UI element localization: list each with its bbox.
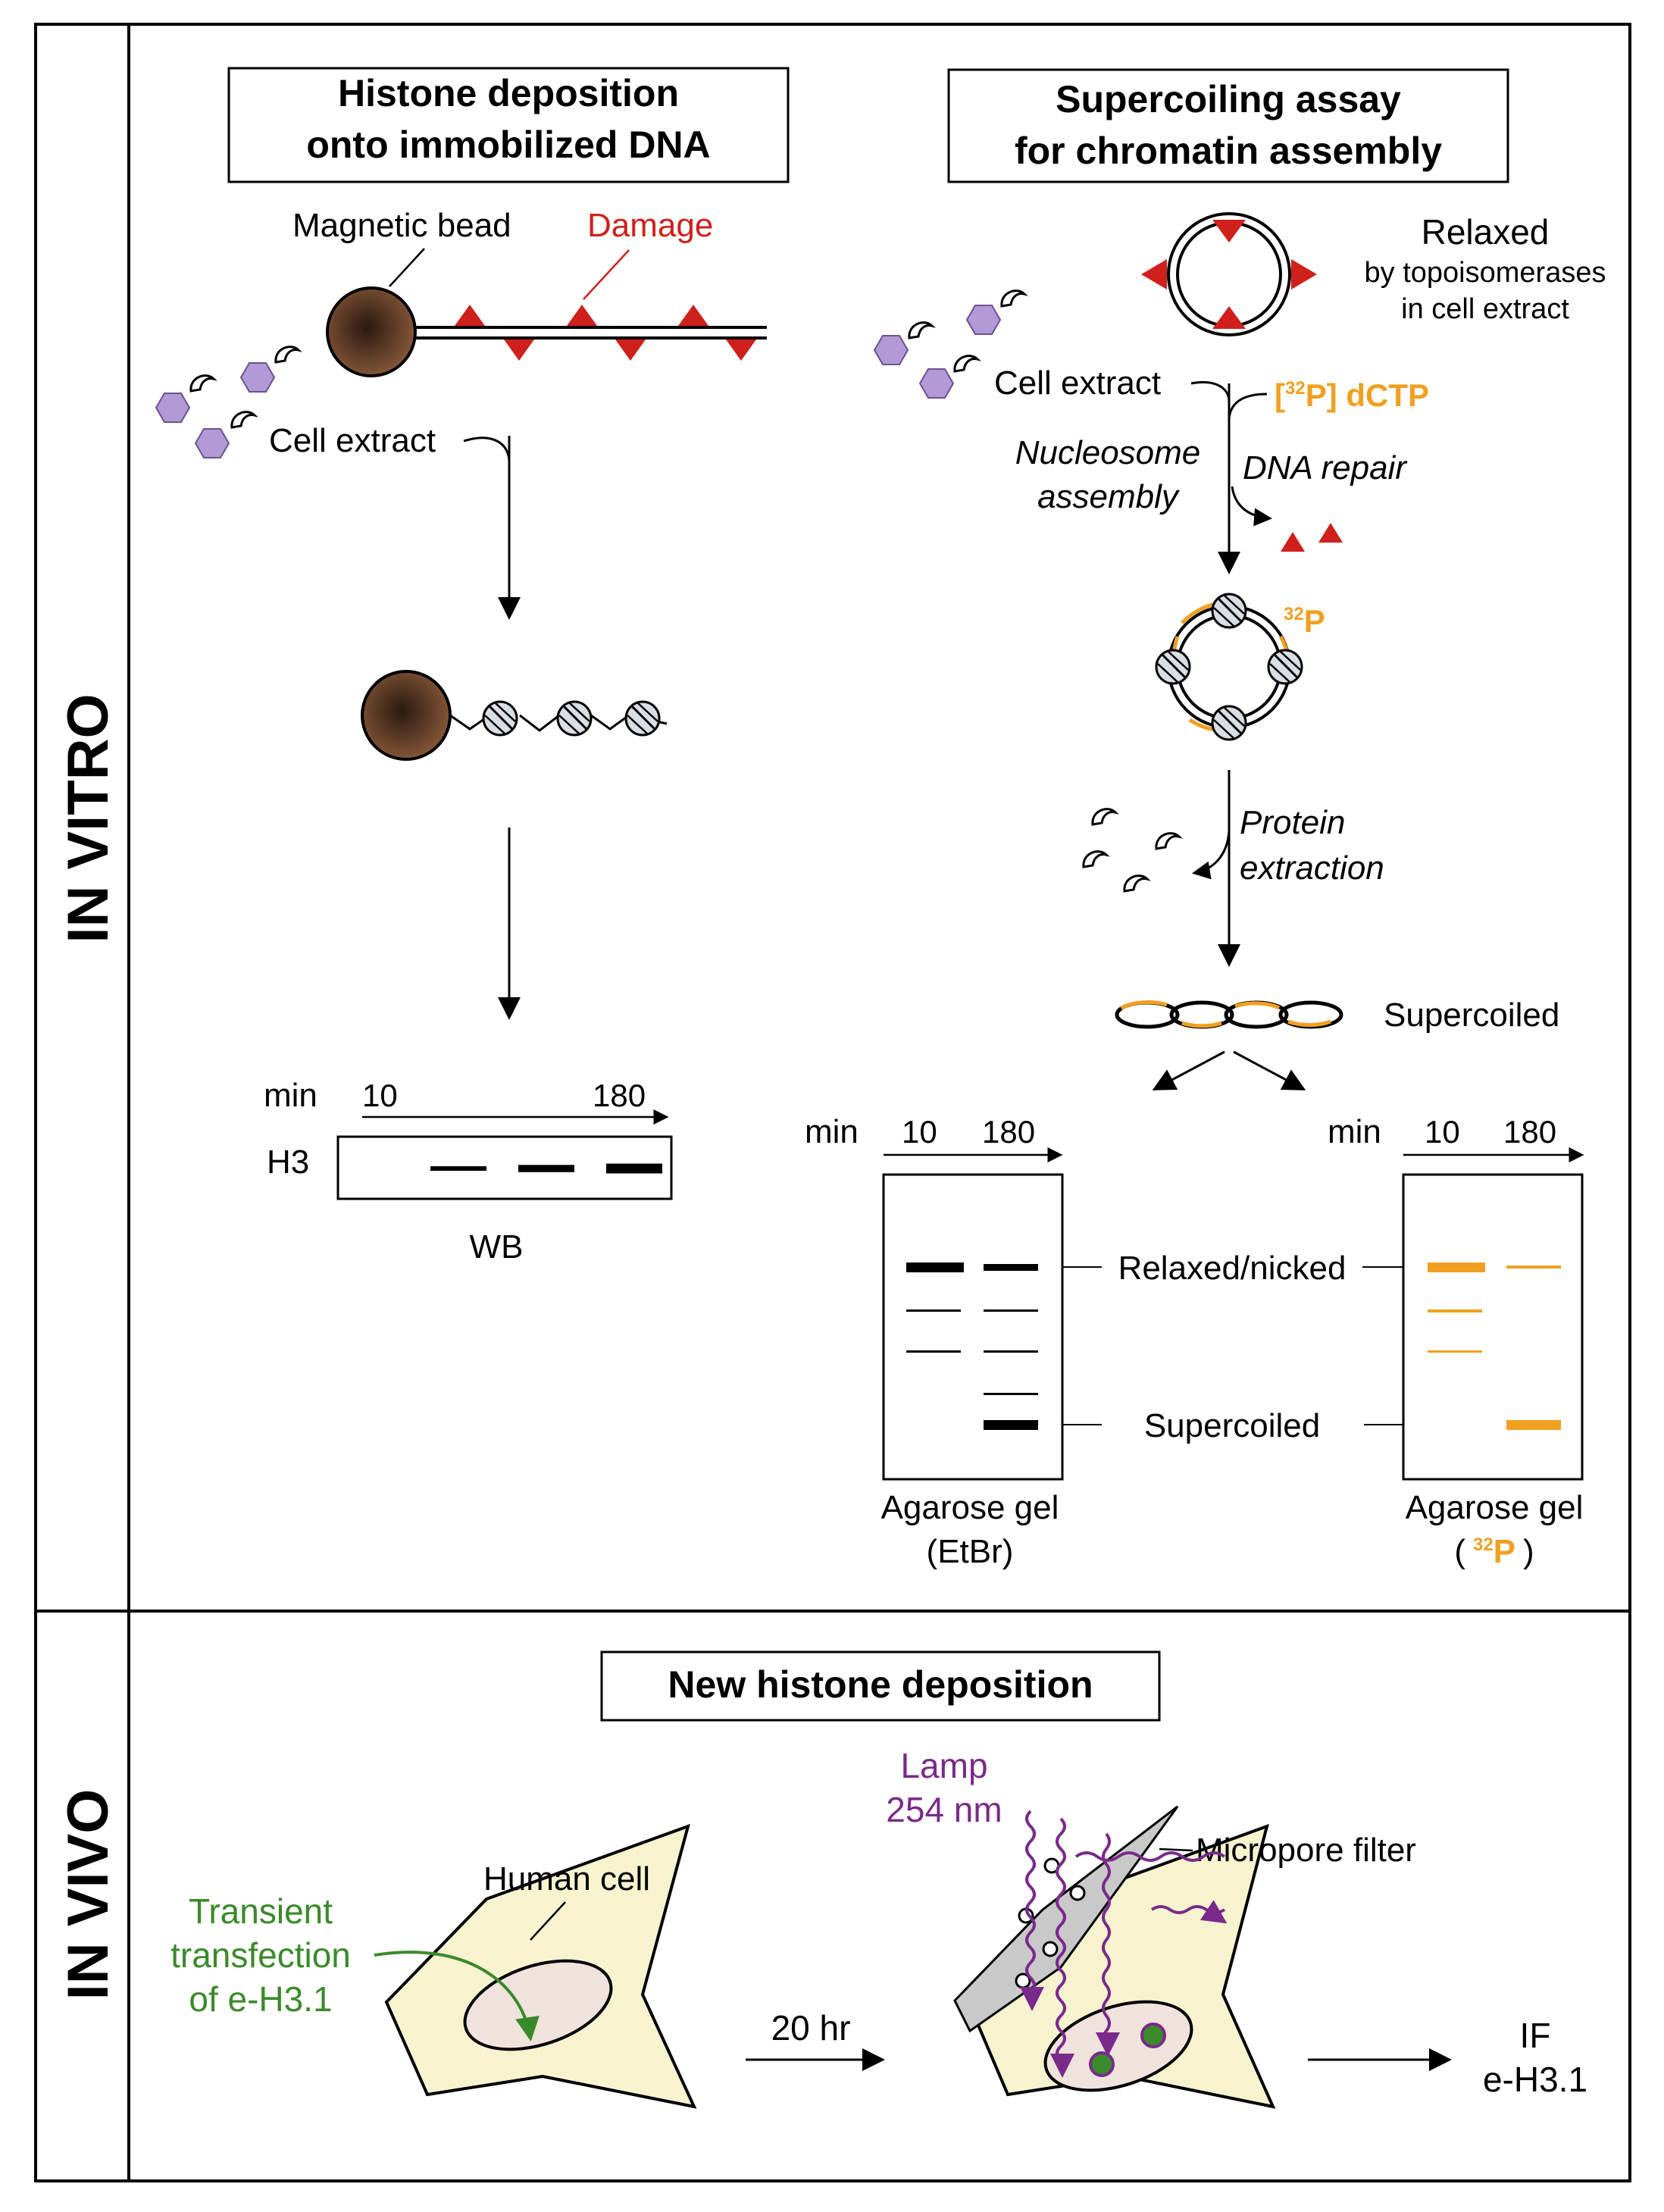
gel-32p: min 10 180 Agarose gel (32P) xyxy=(1328,1113,1584,1570)
transfection-line3: of e-H3.1 xyxy=(189,1979,332,2019)
panel-a-title-line2: onto immobilized DNA xyxy=(306,124,710,166)
released-lesion-2 xyxy=(1318,523,1343,543)
panel-b-title-line1: Supercoiling assay xyxy=(1056,78,1401,120)
in-vivo-label: IN VIVO xyxy=(56,1789,120,2001)
gel-right-caption-line1: Agarose gel xyxy=(1406,1489,1584,1526)
relaxed-sub2: in cell extract xyxy=(1401,293,1569,325)
gel-right-frame xyxy=(1402,1173,1584,1481)
dna-repair-label: DNA repair xyxy=(1243,449,1408,487)
supercoiled-label-top: Supercoiled xyxy=(1384,996,1559,1034)
arrow-split-right xyxy=(1233,1050,1306,1090)
nucleosome-a3 xyxy=(624,700,661,737)
repair-release-arrow xyxy=(1231,486,1272,527)
released-lesion-1 xyxy=(1281,532,1305,552)
gel-right-min: min xyxy=(1328,1113,1381,1150)
damage-spot-1 xyxy=(1089,2051,1115,2077)
panel-b-title-line2: for chromatin assembly xyxy=(1015,130,1442,172)
p32-label-plasmid: 32P xyxy=(1284,603,1325,639)
panel-c-title: New histone deposition xyxy=(668,1663,1093,1706)
bead-leader-line xyxy=(389,248,425,287)
wb-band xyxy=(606,1163,662,1174)
protein-extraction-line2: extraction xyxy=(1240,849,1384,887)
supercoiled-plasmid xyxy=(1115,1000,1343,1029)
readout-line2: e-H3.1 xyxy=(1483,2060,1587,2099)
magnetic-bead-2 xyxy=(361,670,452,761)
panel-b-title-box xyxy=(947,68,1509,183)
gel-left-caption-line2: (EtBr) xyxy=(927,1533,1014,1570)
band-relaxed-label: Relaxed/nicked xyxy=(1118,1250,1347,1287)
transfection-arrow xyxy=(374,1951,540,2041)
relaxed-sub1: by topoisomerases xyxy=(1365,257,1606,289)
outer-frame xyxy=(34,23,1631,2182)
gel-right-caption-line2: (32P) xyxy=(1454,1533,1534,1570)
transfection-line2: transfection xyxy=(170,1935,351,1975)
dctp-label: [32P] dCTP xyxy=(1275,377,1429,413)
western-blot: min 10 180 H3 WB xyxy=(264,1077,673,1266)
wb-band xyxy=(430,1166,486,1171)
uv-rays xyxy=(1025,1810,1226,2063)
nucleosome-a1 xyxy=(482,700,518,737)
gel-etbr: min 10 180 Agarose gel (EtBr) xyxy=(805,1113,1064,1570)
panel-histone-deposition: Histone deposition onto immobilized DNA … xyxy=(155,67,790,1266)
wb-band xyxy=(518,1165,574,1172)
wb-min-label: min xyxy=(264,1077,317,1114)
nucleosome-assembly-line1: Nucleosome xyxy=(1015,434,1201,471)
panel-c-title-box xyxy=(600,1650,1161,1722)
gel-left-t-start: 10 xyxy=(902,1114,937,1150)
wb-bands xyxy=(430,1163,662,1174)
gel-right-bands xyxy=(1428,1262,1561,1430)
transfection-line1: Transient xyxy=(189,1891,333,1931)
uv-arrow-1 xyxy=(1200,1900,1228,1924)
band-supercoiled-label: Supercoiled xyxy=(1144,1407,1320,1444)
panel-supercoiling-assay: Supercoiling assay for chromatin assembl… xyxy=(805,68,1606,1570)
gel-left-t-end: 180 xyxy=(982,1114,1035,1150)
damage-leader-line xyxy=(583,249,630,300)
human-cell-leader xyxy=(530,1901,566,1941)
micropore-filter xyxy=(953,1805,1179,2033)
relaxed-label: Relaxed xyxy=(1422,212,1550,252)
time-label: 20 hr xyxy=(771,2008,851,2048)
panel-a-title-line1: Histone deposition xyxy=(338,72,679,114)
wb-time-start: 10 xyxy=(362,1078,398,1113)
in-vitro-label: IN VITRO xyxy=(56,693,120,943)
human-cell-label: Human cell xyxy=(483,1860,650,1898)
nucleosome-assembly-line2: assembly xyxy=(1037,478,1181,515)
chromatin-plasmid xyxy=(1155,593,1303,741)
damage-lesions xyxy=(455,305,756,361)
magnetic-bead-label: Magnetic bead xyxy=(292,207,511,244)
cell-extract-label-a: Cell extract xyxy=(269,422,436,459)
gel-left-frame xyxy=(882,1173,1064,1481)
relaxed-plasmid xyxy=(1141,212,1317,336)
wb-time-end: 180 xyxy=(593,1078,646,1113)
damage-spot-2 xyxy=(1140,2023,1166,2048)
arrow-split-left xyxy=(1152,1050,1225,1090)
wb-caption: WB xyxy=(470,1228,524,1266)
gel-left-min: min xyxy=(805,1113,859,1150)
magnetic-bead xyxy=(326,286,417,377)
gel-right-t-end: 180 xyxy=(1503,1114,1556,1150)
micropore-label: Micropore filter xyxy=(1196,1832,1416,1869)
gel-left-bands xyxy=(906,1262,1038,1430)
protein-extraction-line1: Protein xyxy=(1240,804,1345,841)
wb-row-label: H3 xyxy=(267,1144,309,1181)
damage-label: Damage xyxy=(587,207,713,244)
gel-left-caption-line1: Agarose gel xyxy=(881,1489,1059,1526)
gel-right-t-start: 10 xyxy=(1425,1114,1460,1150)
panel-a-title-box xyxy=(227,67,790,183)
panel-new-histone-deposition: New histone deposition Human cell Transi… xyxy=(170,1650,1587,2109)
lamp-line1: Lamp xyxy=(900,1746,987,1785)
protein-extraction-arrow xyxy=(1192,830,1231,880)
cell-extract-label-b: Cell extract xyxy=(994,364,1161,402)
micropore-leader xyxy=(1159,1848,1193,1852)
nucleosome-a2 xyxy=(556,700,593,737)
lamp-line2: 254 nm xyxy=(886,1790,1002,1829)
readout-line1: IF xyxy=(1520,2016,1551,2055)
